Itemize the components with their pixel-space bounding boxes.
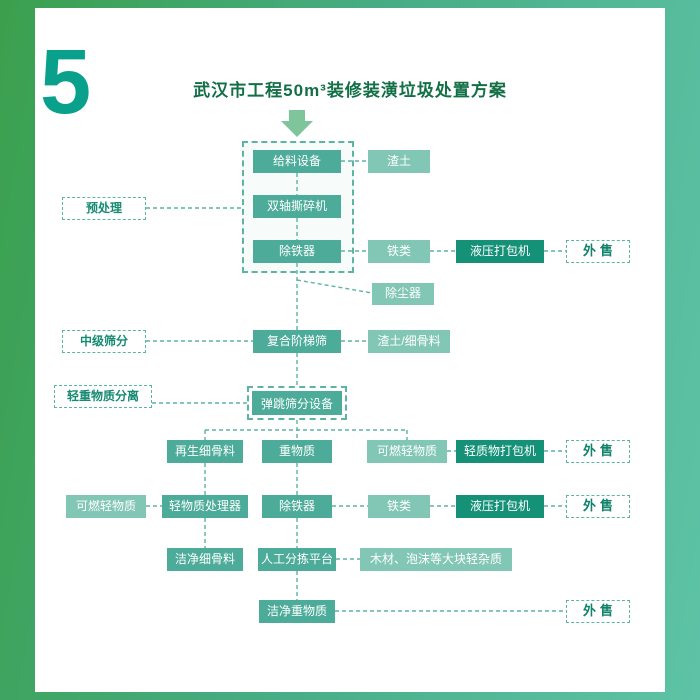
node-bounce-screening: 弹跳筛分设备 bbox=[252, 391, 342, 415]
node-bounce-screening-outline: 弹跳筛分设备 bbox=[247, 386, 347, 420]
node-iron-top: 铁类 bbox=[368, 240, 430, 263]
node-sale-4: 外售 bbox=[566, 600, 630, 623]
node-manual-sorting-platform: 人工分拣平台 bbox=[258, 548, 336, 571]
node-double-shaft-shredder: 双轴撕碎机 bbox=[253, 195, 341, 218]
node-light-material-baler: 轻质物打包机 bbox=[456, 440, 544, 463]
node-slag: 渣土 bbox=[368, 150, 430, 173]
stage-tag-intermediate-screening: 中级筛分 bbox=[62, 330, 146, 353]
node-combustible-light-right: 可燃轻物质 bbox=[367, 440, 447, 463]
stage-tag-pretreatment: 预处理 bbox=[62, 197, 146, 220]
node-clean-fine-aggregate: 洁净细骨料 bbox=[167, 548, 243, 571]
node-iron-mid: 铁类 bbox=[368, 495, 430, 518]
node-hydraulic-baler-mid: 液压打包机 bbox=[456, 495, 544, 518]
node-sale-3: 外售 bbox=[566, 495, 630, 518]
node-recycled-fine-aggregate: 再生细骨料 bbox=[167, 440, 243, 463]
node-sale-1: 外售 bbox=[566, 240, 630, 263]
slide-number: 5 bbox=[40, 31, 92, 133]
node-heavy-material: 重物质 bbox=[262, 440, 332, 463]
node-hydraulic-baler-top: 液压打包机 bbox=[456, 240, 544, 263]
node-sale-2: 外售 bbox=[566, 440, 630, 463]
node-dust-collector: 除尘器 bbox=[372, 283, 434, 305]
node-clean-heavy-material: 洁净重物质 bbox=[259, 600, 335, 623]
node-combustible-light-left: 可燃轻物质 bbox=[66, 495, 146, 518]
node-iron-remover-top: 除铁器 bbox=[253, 240, 341, 263]
page-title: 武汉市工程50m³装修装潢垃圾处置方案 bbox=[193, 81, 507, 100]
node-slag-fine-aggregate: 渣土/细骨料 bbox=[368, 330, 450, 353]
node-feeding-equipment: 给料设备 bbox=[253, 150, 341, 173]
node-light-material-processor: 轻物质处理器 bbox=[162, 495, 248, 518]
stage-tag-light-heavy-separation: 轻重物质分离 bbox=[54, 385, 152, 408]
node-iron-remover-mid: 除铁器 bbox=[262, 495, 332, 518]
node-wood-foam-impurities: 木材、泡沫等大块轻杂质 bbox=[360, 548, 512, 571]
node-composite-ladder-screen: 复合阶梯筛 bbox=[253, 330, 341, 353]
